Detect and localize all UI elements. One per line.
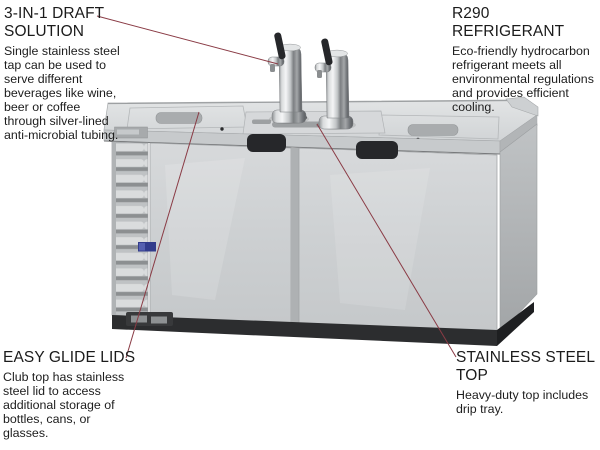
drip-tray-platform <box>242 110 386 135</box>
energy-badge <box>138 242 156 252</box>
tap-handle-right <box>321 38 333 66</box>
right-lid-handle-recess <box>407 124 459 136</box>
callout-stainless-top-heading: STAINLESS STEEL TOP <box>456 349 596 384</box>
door-left-handle <box>247 134 286 152</box>
door-right-handle <box>356 141 398 159</box>
cabinet-side-panel <box>499 123 538 334</box>
faucet-right <box>314 62 332 73</box>
callout-draft-solution: 3-IN-1 DRAFT SOLUTION Single stainless s… <box>4 5 134 142</box>
cabinet-base <box>112 302 534 346</box>
louver-vent-panel <box>111 126 149 318</box>
left-lid-handle-recess <box>155 112 203 124</box>
door-right <box>298 141 498 332</box>
callout-refrigerant-heading: R290 REFRIGERANT <box>452 5 565 40</box>
leader-line-glide-lids <box>125 111 200 359</box>
tap-handle-left <box>274 32 286 60</box>
callout-glide-lids: EASY GLIDE LIDS Club top has stainless s… <box>3 349 138 440</box>
callout-draft-solution-body: Single stainless steel tap can be used t… <box>4 43 120 143</box>
callout-refrigerant-body: Eco-friendly hydrocarbon refrigerant mee… <box>452 43 594 114</box>
callout-glide-lids-body: Club top has stainless steel lid to acce… <box>3 369 125 441</box>
door-left <box>149 134 292 325</box>
callout-glide-lids-heading: EASY GLIDE LIDS <box>3 349 136 366</box>
callout-draft-solution-heading: 3-IN-1 DRAFT SOLUTION <box>4 5 105 40</box>
door-divider <box>291 148 299 325</box>
leader-line-stainless-top <box>316 123 457 358</box>
counter-corner-step <box>505 96 539 117</box>
tap-tower-left <box>267 32 309 124</box>
tap-tower-right <box>314 38 356 130</box>
counter-screw-left <box>220 127 224 131</box>
leader-line-draft-solution <box>96 15 279 65</box>
callout-stainless-top-body: Heavy-duty top includes drip tray. <box>456 387 589 416</box>
callout-stainless-top: STAINLESS STEEL TOP Heavy-duty top inclu… <box>456 349 598 416</box>
callout-refrigerant: R290 REFRIGERANT Eco-friendly hydrocarbo… <box>452 5 600 114</box>
